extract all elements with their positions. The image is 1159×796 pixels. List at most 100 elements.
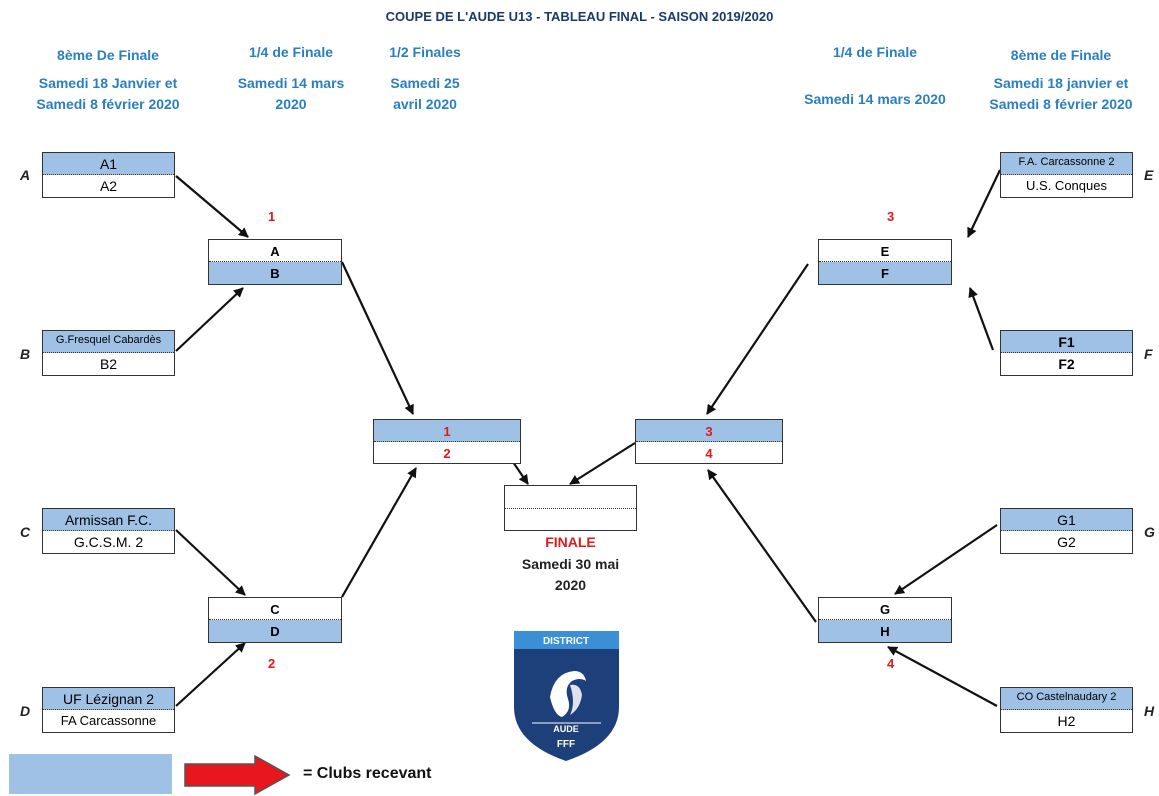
logo-aude-text: AUDE: [553, 724, 579, 734]
final-date-line: Samedi 30 mai: [521, 556, 620, 572]
district-aude-logo: DISTRICT AUDE FFF: [514, 631, 619, 761]
sf-slot: 1: [374, 420, 520, 442]
sf-slot: 3: [636, 420, 782, 442]
arrow-qf3-to-sf: [706, 263, 809, 415]
qf-slot: G: [819, 598, 951, 620]
header-date: Samedi 14 mars 2020: [804, 91, 946, 107]
r16-match-c: Armissan F.C. G.C.S.M. 2: [42, 508, 175, 554]
group-label: E: [1144, 167, 1154, 183]
qf-slot: F: [819, 262, 951, 284]
group-label: B: [20, 346, 31, 362]
arrow-qf4-to-sf: [707, 469, 817, 623]
final-match: [504, 485, 637, 531]
qf-match-3: E F: [818, 239, 952, 285]
final-date: Samedi 30 mai 2020: [489, 554, 652, 596]
arrow-qf2-to-sf: [341, 467, 417, 598]
qf-slot: E: [819, 240, 951, 262]
arrow-b-to-qf1: [175, 287, 244, 352]
header-round: 1/4 de Finale: [248, 44, 334, 60]
away-team: A2: [99, 178, 118, 194]
header-left-r16: 8ème De Finale Samedi 18 Janvier et Same…: [10, 45, 206, 115]
legend-home-color-swatch: [9, 754, 172, 794]
arrow-c-to-qf2: [175, 529, 246, 596]
home-team: F1: [1001, 331, 1132, 353]
qf-slot: H: [819, 620, 951, 642]
header-round: 1/4 de Finale: [832, 44, 918, 60]
header-date: Samedi 18 janvier et: [993, 75, 1129, 91]
final-label: FINALE: [545, 534, 596, 550]
qf-match-4: G H: [818, 597, 952, 643]
qf-seed-4: 4: [887, 656, 895, 671]
qf-slot: B: [209, 262, 341, 284]
away-team: F2: [1058, 356, 1075, 372]
final-slot: [505, 486, 636, 509]
away-team: FA Carcassonne: [60, 713, 157, 728]
home-team: F.A. Carcassonne 2: [1001, 153, 1132, 175]
final-slot: [505, 508, 636, 530]
qf-slot: A: [209, 240, 341, 262]
qf-seed-3: 3: [887, 209, 895, 224]
arrow-g-to-qf4: [894, 524, 998, 595]
group-label: A: [20, 167, 31, 183]
r16-match-a: A1 A2: [42, 152, 175, 198]
header-right-r16: 8ème de Finale Samedi 18 janvier et Same…: [966, 45, 1156, 115]
sf-slot: 4: [705, 445, 713, 461]
header-date: Samedi 14 mars: [237, 75, 345, 91]
header-left-qf: 1/4 de Finale Samedi 14 mars 2020: [213, 42, 369, 115]
final-date-line: 2020: [554, 577, 587, 593]
r16-match-e: F.A. Carcassonne 2 U.S. Conques: [1000, 152, 1133, 198]
r16-match-b: G.Fresquel Cabardès B2: [42, 330, 175, 376]
group-label: H: [1144, 703, 1155, 719]
arrow-e-to-qf3: [967, 169, 1001, 238]
away-team: B2: [99, 356, 118, 372]
qf-slot: D: [209, 620, 341, 642]
logo-district-text: DISTRICT: [543, 636, 589, 647]
header-date: 2020: [275, 96, 307, 112]
sf-match-right: 3 4: [635, 419, 783, 464]
qf-seed-1: 1: [268, 209, 276, 224]
r16-match-f: F1 F2: [1000, 330, 1133, 376]
group-label: F: [1144, 346, 1153, 362]
header-date: Samedi 18 Janvier et: [38, 75, 178, 91]
arrow-h-to-qf4: [887, 646, 998, 707]
header-date: Samedi 25: [390, 75, 460, 91]
home-team: CO Castelnaudary 2: [1001, 688, 1132, 710]
legend-label: = Clubs recevant: [303, 765, 432, 782]
qf-seed-2: 2: [268, 656, 276, 671]
r16-match-h: CO Castelnaudary 2 H2: [1000, 687, 1133, 733]
header-semis: 1/2 Finales Samedi 25 avril 2020: [370, 42, 480, 115]
home-team: UF Lézignan 2: [43, 688, 174, 710]
arrow-d-to-qf2: [175, 642, 246, 707]
header-right-qf: 1/4 de Finale Samedi 14 mars 2020: [790, 42, 960, 110]
away-team: G.C.S.M. 2: [73, 534, 144, 550]
group-label: G: [1144, 524, 1155, 540]
away-team: H2: [1057, 713, 1076, 729]
home-team: G.Fresquel Cabardès: [43, 331, 174, 353]
sf-slot: 2: [443, 445, 451, 461]
r16-match-g: G1 G2: [1000, 508, 1133, 554]
home-team: Armissan F.C.: [43, 509, 174, 531]
arrow-sf-right-to-final: [569, 442, 636, 485]
sf-match-left: 1 2: [373, 419, 521, 464]
qf-match-1: A B: [208, 239, 342, 285]
header-round: 8ème de Finale: [1010, 47, 1112, 63]
arrow-qf1-to-sf: [341, 261, 414, 415]
group-label: C: [20, 524, 31, 540]
qf-match-2: C D: [208, 597, 342, 643]
qf-slot: C: [209, 598, 341, 620]
home-team: G1: [1001, 509, 1132, 531]
arrow-a-to-qf1: [175, 175, 249, 238]
arrow-f-to-qf3: [968, 287, 995, 351]
group-label: D: [20, 703, 31, 719]
page-title: COUPE DE L'AUDE U13 - TABLEAU FINAL - SA…: [385, 9, 774, 24]
away-team: U.S. Conques: [1026, 178, 1107, 193]
away-team: G2: [1057, 534, 1076, 550]
header-date: Samedi 8 février 2020: [989, 96, 1133, 112]
r16-match-d: UF Lézignan 2 FA Carcassonne: [42, 687, 175, 733]
header-date: avril 2020: [393, 96, 457, 112]
header-round: 8ème De Finale: [57, 47, 159, 63]
logo-fff-text: FFF: [557, 739, 575, 750]
legend-arrow-icon: [184, 754, 291, 796]
header-round: 1/2 Finales: [389, 44, 461, 60]
